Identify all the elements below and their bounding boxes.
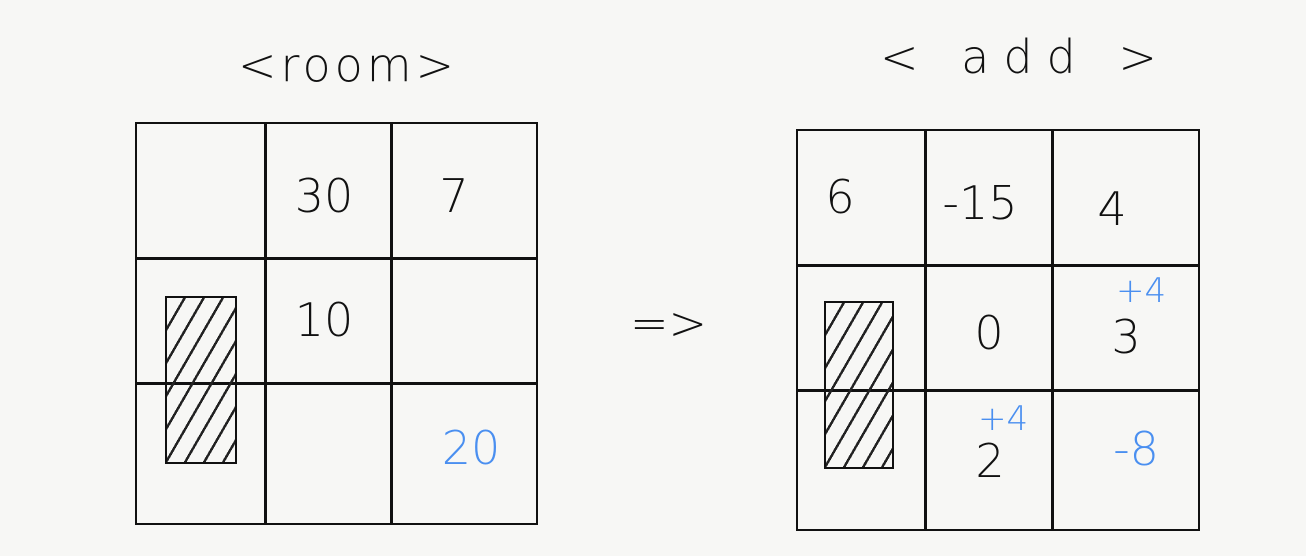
room-obstacle-wall [165,296,237,464]
add-cell-r1c2: 3 [1111,310,1141,364]
room-grid-hline-2 [137,382,536,385]
add-cell-r0c2: 4 [1097,182,1127,236]
transform-arrow: => [630,296,708,350]
add-annotation-r1c2: +4 [1116,271,1167,311]
add-cell-r2c2: -8 [1113,422,1159,476]
room-cell-r1c1: 10 [294,293,354,347]
add-grid-vline-2 [1051,131,1054,529]
room-grid-vline-1 [264,124,267,523]
add-annotation-r2c1: +4 [978,399,1029,439]
add-cell-r1c1: 0 [974,306,1004,360]
add-cell-r0c0: 6 [825,170,855,224]
room-grid: 30 7 10 20 [135,122,538,525]
room-cell-r0c2: 7 [439,169,469,223]
add-grid-vline-1 [924,131,927,529]
add-obstacle-wall [824,301,894,469]
room-grid-hline-1 [137,257,536,260]
add-title: < add > [880,30,1171,84]
add-grid-hline-1 [798,264,1198,267]
add-cell-r2c1: 2 [975,434,1005,488]
room-grid-vline-2 [390,124,393,523]
room-cell-r2c2: 20 [441,421,501,475]
add-grid-hline-2 [798,389,1198,392]
room-title: <room> [238,38,459,92]
add-grid: 6 -15 4 0 3 +4 2 +4 -8 [796,129,1200,531]
room-cell-r0c1: 30 [294,169,354,223]
add-cell-r0c1: -15 [942,176,1018,230]
